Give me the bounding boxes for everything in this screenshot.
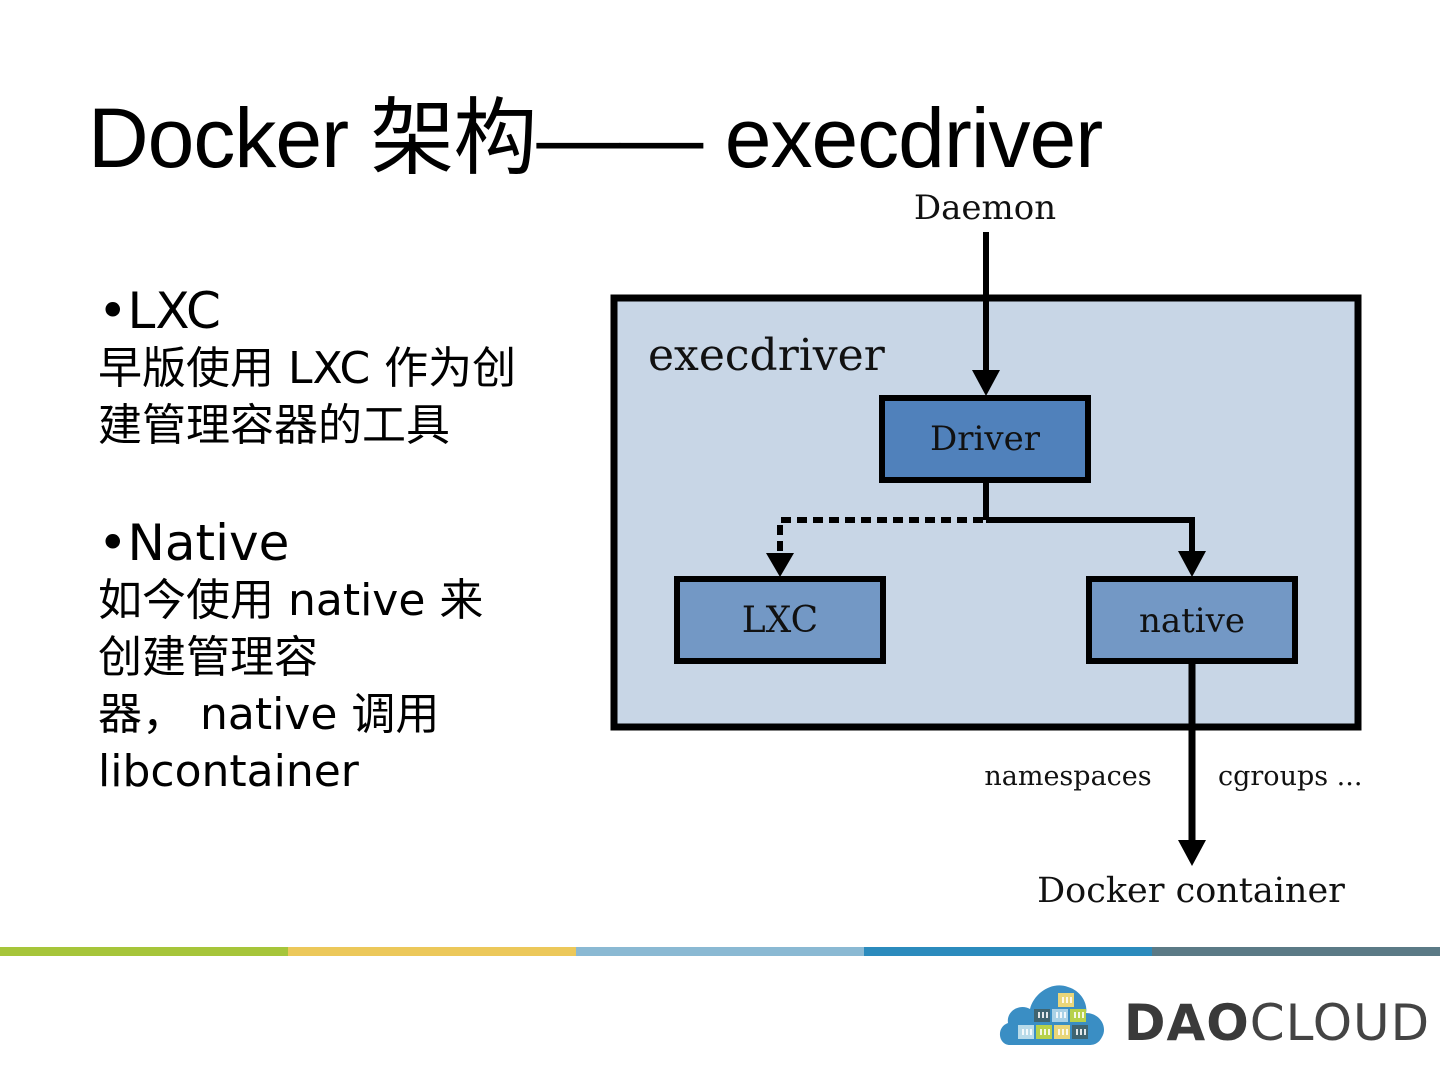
driver-label: Driver — [930, 419, 1041, 459]
footer-color-stripe — [0, 947, 1440, 956]
bullet-line: libcontainer — [98, 746, 359, 797]
bullet-line: 创建管理容 — [98, 632, 318, 683]
logo-wordmark-bold: DAO — [1124, 994, 1250, 1052]
slide-title: Docker 架构—— execdriver — [88, 91, 1103, 185]
execdriver-diagram: execdriver Daemon Driver LXC native name… — [610, 188, 1362, 911]
lxc-node — [674, 576, 886, 664]
cloud-containers-icon — [999, 985, 1105, 1045]
namespaces-label: namespaces — [984, 761, 1151, 792]
stripe-segment — [1152, 947, 1440, 956]
lxc-label: LXC — [742, 600, 818, 641]
execdriver-label: execdriver — [648, 330, 886, 381]
arrowhead-icon — [1178, 551, 1206, 577]
stripe-segment — [288, 947, 576, 956]
bullet-line: 早版使用 LXC 作为创 — [98, 343, 517, 394]
daemon-label: Daemon — [914, 188, 1056, 228]
native-node — [1086, 576, 1298, 664]
logo-wordmark-light: CLOUD — [1249, 994, 1431, 1052]
bullet-heading: •Native — [98, 514, 290, 572]
cgroups-label: cgroups ... — [1218, 761, 1362, 792]
arrowhead-icon — [1178, 840, 1206, 866]
bullet-line: 建管理容器的工具 — [98, 400, 450, 451]
bullet-line: 器， native 调用 — [98, 689, 440, 740]
native-label: native — [1139, 601, 1245, 641]
driver-to-lxc-edge — [777, 517, 983, 555]
logo-wordmark: DAOCLOUD — [1124, 995, 1430, 1051]
stripe-segment — [864, 947, 1152, 956]
driver-node — [879, 395, 1091, 483]
stripe-segment — [576, 947, 864, 956]
stripe-segment — [0, 947, 288, 956]
daocloud-logo: DAOCLOUD — [996, 975, 1429, 1055]
arrowhead-icon — [972, 370, 1000, 396]
arrowhead-icon — [766, 553, 794, 577]
bullet-lxc: •LXC 早版使用 LXC 作为创 建管理容器的工具 — [98, 282, 568, 454]
bullet-heading: •LXC — [98, 282, 221, 340]
bullet-list: •LXC 早版使用 LXC 作为创 建管理容器的工具 •Native 如今使用 … — [98, 282, 568, 800]
docker-container-label: Docker container — [1037, 871, 1345, 911]
driver-to-native-edge — [986, 517, 1195, 553]
bullet-line: 如今使用 native 来 — [98, 575, 484, 626]
bullet-native: •Native 如今使用 native 来 创建管理容 器， native 调用… — [98, 514, 568, 800]
